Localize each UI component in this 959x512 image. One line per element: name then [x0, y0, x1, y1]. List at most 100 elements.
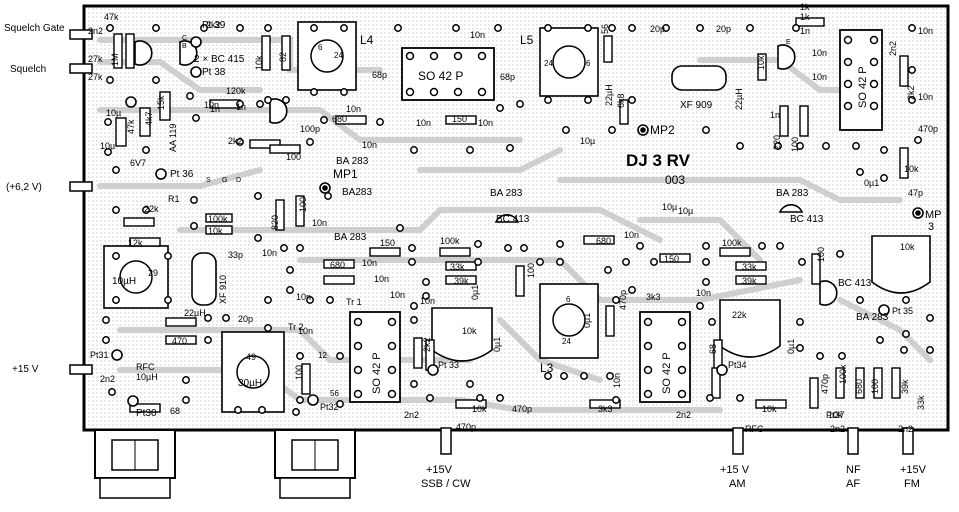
tr1-label: Tr 1	[346, 297, 362, 307]
component-value-label: RFC	[136, 362, 155, 372]
solder-pad	[908, 24, 916, 32]
solder-pad	[536, 258, 544, 266]
bnc-socket-left	[94, 429, 176, 499]
mp1-label: MP1	[333, 167, 358, 181]
solder-pad	[736, 142, 744, 150]
test-point-rings	[111, 36, 924, 407]
xf910-label: XF 910	[218, 275, 228, 304]
solder-pad	[628, 286, 636, 294]
component-value-label: 22µH	[604, 84, 614, 106]
solder-pad	[856, 168, 864, 176]
solder-pad	[584, 96, 592, 104]
ssb-cw-voltage-label: +15V	[426, 464, 453, 476]
component-value-label: 100k	[838, 364, 848, 384]
solder-pad	[494, 24, 502, 32]
passive-parts	[113, 17, 909, 413]
component-value-label: 2k2	[422, 337, 432, 352]
component-value-label: 2n2	[404, 410, 419, 420]
bc413-label: BC 413	[838, 278, 872, 289]
passive-component-body	[165, 335, 197, 345]
component-value-label: 20p	[650, 24, 665, 34]
solder-pad	[254, 192, 262, 200]
component-value-label: 2n2	[898, 424, 913, 434]
solder-pad	[608, 126, 616, 134]
am-label: AM	[729, 478, 746, 490]
solder-pad	[376, 118, 384, 126]
solder-pad	[320, 116, 328, 124]
solder-pad	[474, 240, 482, 248]
solder-pad	[736, 394, 744, 402]
solder-pad	[236, 24, 244, 32]
passive-component-body	[113, 33, 123, 69]
solder-pad	[544, 24, 552, 32]
component-value-label: 39k	[454, 276, 469, 286]
passive-component-body	[455, 399, 487, 409]
ic-pads	[353, 35, 879, 399]
passive-component-body	[439, 247, 471, 257]
bc413-label: BC 413	[790, 214, 824, 225]
solder-pad	[926, 314, 934, 322]
component-value-label: 68p	[500, 72, 515, 82]
component-value-label: 10k	[900, 242, 915, 252]
solder-pad	[452, 24, 460, 32]
component-value-label: 10k	[762, 404, 777, 414]
pin-letter: G	[222, 177, 227, 184]
coil-l4-label: L4	[360, 33, 374, 47]
component-value-label: 100	[816, 247, 826, 262]
component-value-label: 100k	[722, 238, 742, 248]
solder-pad	[296, 396, 304, 404]
ba283-label: BA283	[342, 187, 372, 198]
component-value-label: 10µ	[678, 206, 693, 216]
component-value-label: 2n2	[830, 424, 845, 434]
solder-pad	[236, 138, 244, 146]
solder-pad	[696, 24, 704, 32]
solder-pad	[292, 408, 300, 416]
passive-component-body	[249, 139, 281, 149]
solder-pad	[560, 372, 568, 380]
component-value-label: 10n	[262, 248, 277, 258]
passive-component-body	[323, 275, 355, 285]
component-value-label: 10n	[420, 296, 435, 306]
passive-component-body	[873, 367, 883, 399]
component-value-label: 10n	[812, 72, 827, 82]
winding-label: 6	[586, 59, 591, 68]
solder-pad	[222, 314, 230, 322]
coil-cores	[119, 39, 586, 389]
component-value-label: 2n2	[676, 410, 691, 420]
component-value-label: 39k	[900, 379, 910, 394]
component-value-label: 10n	[612, 373, 622, 388]
component-value-label: 10n	[346, 104, 361, 114]
winding-label: 12	[318, 351, 327, 360]
solder-pad	[622, 258, 630, 266]
solder-pad	[112, 206, 120, 214]
solder-pad	[186, 92, 194, 100]
passive-component-body	[811, 253, 821, 285]
winding-label: 6	[318, 43, 323, 52]
solder-pad	[164, 252, 172, 260]
winding-label: 24	[334, 51, 343, 60]
solder-pad	[286, 286, 294, 294]
aa119-label: AA 119	[168, 124, 178, 152]
pin-letter: C	[182, 35, 187, 42]
pt31-label: Pt31	[90, 350, 109, 360]
component-value-label: 10k	[208, 226, 223, 236]
component-value-label: 10n	[470, 30, 485, 40]
solder-pad	[408, 244, 416, 252]
solder-pad	[876, 336, 884, 344]
solder-pad	[296, 352, 304, 360]
component-value-label: 2n2	[888, 41, 898, 56]
v15-label: +15 V	[12, 364, 39, 375]
passive-component-body	[899, 147, 909, 179]
solder-pad	[796, 344, 804, 352]
component-value-label: 33k	[916, 395, 926, 410]
passive-component-body	[275, 199, 285, 231]
component-value-label: 68p	[372, 70, 387, 80]
passive-component-body	[891, 367, 901, 399]
solder-pad	[264, 324, 272, 332]
solder-pad	[258, 406, 266, 414]
solder-pad	[476, 394, 484, 402]
component-value-label: 820	[270, 215, 280, 230]
solder-pad	[636, 242, 644, 250]
component-value-label: 1n	[800, 26, 810, 36]
